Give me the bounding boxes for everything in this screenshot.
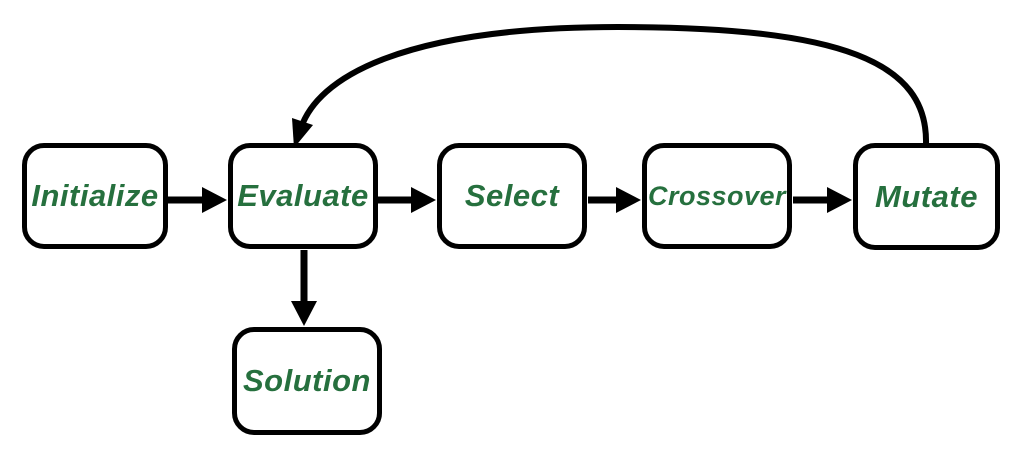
node-solution-label: Solution [243,363,371,398]
node-initialize-label: Initialize [31,178,159,213]
node-crossover-label: Crossover [647,180,787,211]
node-mutate: Mutate [853,143,1000,250]
arrow-select-to-crossover [588,187,641,213]
node-select-label: Select [464,178,560,213]
arrow-evaluate-to-select [378,187,436,213]
arrow-evaluate-to-solution [291,250,317,326]
arrow-initialize-to-evaluate [168,187,227,213]
node-evaluate-label: Evaluate [237,178,369,213]
node-evaluate: Evaluate [228,143,378,249]
node-initialize: Initialize [22,143,168,249]
node-crossover: Crossover [642,143,792,249]
arrow-crossover-to-mutate [793,187,852,213]
node-solution: Solution [232,327,382,435]
node-mutate-label: Mutate [875,178,978,214]
node-select: Select [437,143,587,249]
arrow-mutate-to-evaluate [292,23,930,148]
